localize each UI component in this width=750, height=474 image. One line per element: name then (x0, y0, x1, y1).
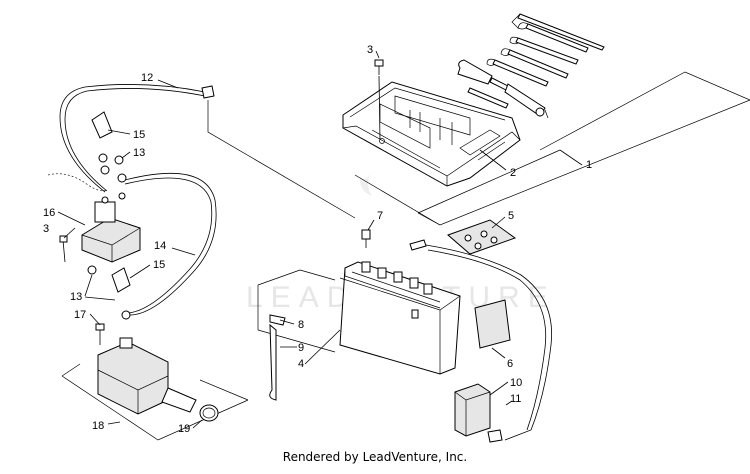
callout-15-upper: 15 (133, 129, 145, 141)
callout-3-left: 3 (43, 223, 49, 235)
starter-circuit-group (47, 79, 356, 441)
callout-8: 8 (298, 319, 304, 331)
callout-15-lower: 15 (153, 259, 165, 271)
callout-18: 18 (92, 420, 104, 432)
battery-group (257, 216, 552, 443)
starter-motor (97, 337, 197, 415)
tool-kit-group (342, 13, 750, 226)
fuse-icon (361, 229, 371, 248)
callout-17: 17 (74, 309, 86, 321)
callout-3-top: 3 (367, 44, 373, 56)
tool-set (457, 13, 605, 119)
callout-13-lower: 13 (70, 291, 82, 303)
callout-9: 9 (298, 342, 304, 354)
battery-clamp (447, 219, 517, 255)
bolt-icon (374, 59, 384, 75)
footer-credit: Rendered by LeadVenture, Inc. (282, 450, 468, 464)
callout-13-upper: 13 (133, 147, 145, 159)
callout-7: 7 (377, 210, 383, 222)
callout-10: 10 (510, 377, 522, 389)
callout-4: 4 (298, 358, 304, 370)
callout-11: 11 (510, 393, 521, 405)
callout-2: 2 (510, 167, 516, 179)
callout-6: 6 (507, 358, 513, 370)
callout-12: 12 (141, 72, 153, 84)
callout-5: 5 (508, 210, 514, 222)
tool-tray (342, 81, 521, 187)
callout-14: 14 (154, 240, 166, 252)
battery-terminals (361, 261, 433, 319)
callout-19: 19 (178, 423, 190, 435)
callout-1: 1 (586, 159, 592, 171)
vent-tube (269, 314, 286, 401)
foam-pad (454, 383, 491, 437)
callout-16: 16 (43, 207, 55, 219)
callout-labels: 1 2 3 3 4 5 6 7 8 9 10 11 12 13 13 14 15… (43, 44, 592, 435)
starter-solenoid (81, 192, 141, 263)
positive-cable (409, 239, 552, 443)
